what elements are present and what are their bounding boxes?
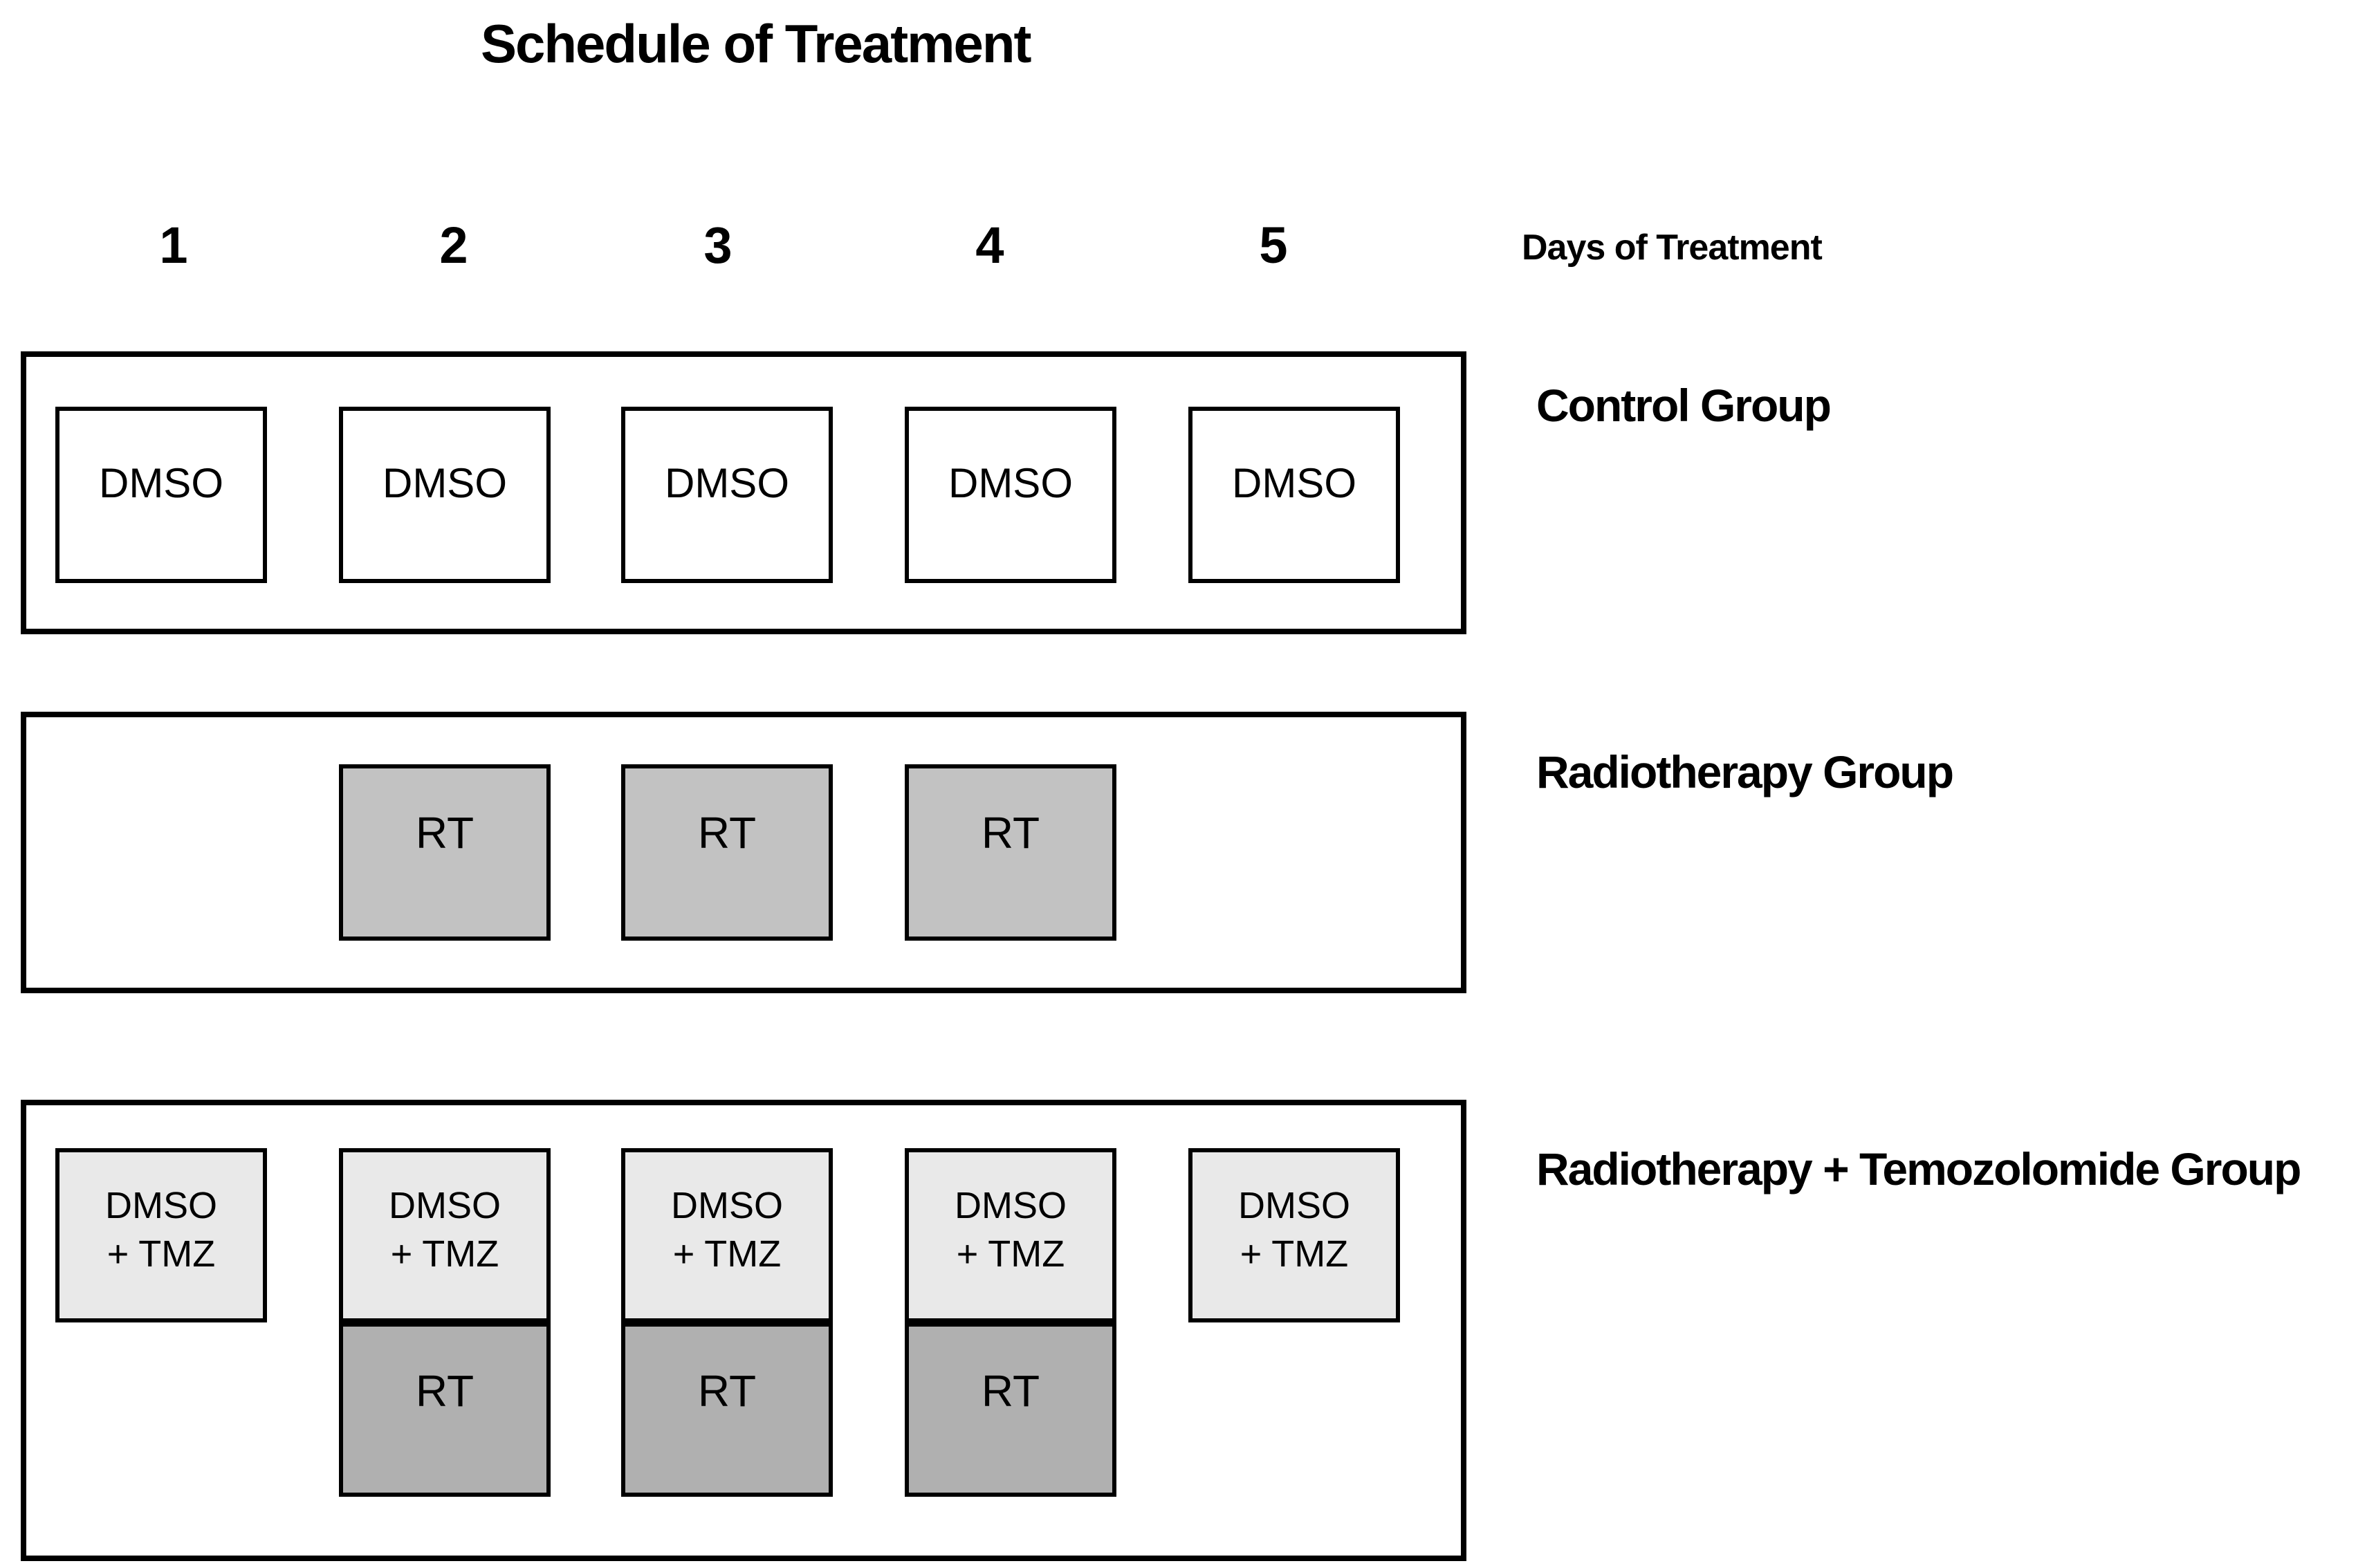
radiotherapy-group-label: Radiotherapy Group xyxy=(1536,746,1954,797)
rt-bottom-box-day-2: RT xyxy=(339,1322,551,1497)
rt-label: RT xyxy=(697,808,757,858)
dmso-tmz-label-line1: DMSO xyxy=(955,1185,1067,1226)
dmso-tmz-label-line2: + TMZ xyxy=(956,1233,1065,1275)
radiotherapy-group-box: RT RT RT xyxy=(21,712,1466,993)
day-number-4: 4 xyxy=(975,216,1004,274)
dmso-tmz-box-day-3: DMSO + TMZ xyxy=(621,1148,833,1322)
dmso-label: DMSO xyxy=(1232,460,1356,506)
dmso-label: DMSO xyxy=(99,460,223,506)
dmso-label: DMSO xyxy=(383,460,507,506)
rt-bottom-box-day-3: RT xyxy=(621,1322,833,1497)
dmso-tmz-label-line2: + TMZ xyxy=(672,1233,782,1275)
dmso-box-day-3: DMSO xyxy=(621,407,833,583)
rt-box-day-2: RT xyxy=(339,764,551,941)
dmso-tmz-box-day-4: DMSO + TMZ xyxy=(905,1148,1116,1322)
rt-label: RT xyxy=(415,808,475,858)
dmso-tmz-label-line1: DMSO xyxy=(389,1185,501,1226)
day-number-5: 5 xyxy=(1259,216,1287,274)
day-number-3: 3 xyxy=(703,216,732,274)
dmso-tmz-box-day-1: DMSO + TMZ xyxy=(55,1148,267,1322)
dmso-box-day-2: DMSO xyxy=(339,407,551,583)
dmso-tmz-box-day-5: DMSO + TMZ xyxy=(1188,1148,1400,1322)
dmso-label: DMSO xyxy=(665,460,789,506)
control-group-label: Control Group xyxy=(1536,380,1832,431)
days-of-treatment-label: Days of Treatment xyxy=(1522,228,1823,268)
dmso-tmz-label-line1: DMSO xyxy=(671,1185,783,1226)
dmso-tmz-box-day-2: DMSO + TMZ xyxy=(339,1148,551,1322)
rt-box-day-4: RT xyxy=(905,764,1116,941)
dmso-label: DMSO xyxy=(948,460,1073,506)
rt-label: RT xyxy=(981,1366,1040,1416)
day-number-1: 1 xyxy=(159,216,187,274)
rt-bottom-box-day-4: RT xyxy=(905,1322,1116,1497)
dmso-tmz-label-line2: + TMZ xyxy=(390,1233,499,1275)
radiotherapy-temozolomide-group-label: Radiotherapy + Temozolomide Group xyxy=(1536,1143,2301,1195)
rt-label: RT xyxy=(981,808,1040,858)
control-group-box: DMSO DMSO DMSO DMSO DMSO xyxy=(21,351,1466,634)
day-number-2: 2 xyxy=(439,216,468,274)
diagram-title: Schedule of Treatment xyxy=(481,13,1032,74)
dmso-box-day-1: DMSO xyxy=(55,407,267,583)
rt-label: RT xyxy=(697,1366,757,1416)
dmso-box-day-5: DMSO xyxy=(1188,407,1400,583)
rt-box-day-3: RT xyxy=(621,764,833,941)
radiotherapy-temozolomide-group-box: DMSO + TMZ DMSO + TMZ DMSO + TMZ DMSO + … xyxy=(21,1100,1466,1561)
dmso-tmz-label-line1: DMSO xyxy=(1238,1185,1350,1226)
dmso-tmz-label-line1: DMSO xyxy=(105,1185,217,1226)
dmso-tmz-label-line2: + TMZ xyxy=(107,1233,216,1275)
dmso-box-day-4: DMSO xyxy=(905,407,1116,583)
dmso-tmz-label-line2: + TMZ xyxy=(1240,1233,1349,1275)
rt-label: RT xyxy=(415,1366,475,1416)
